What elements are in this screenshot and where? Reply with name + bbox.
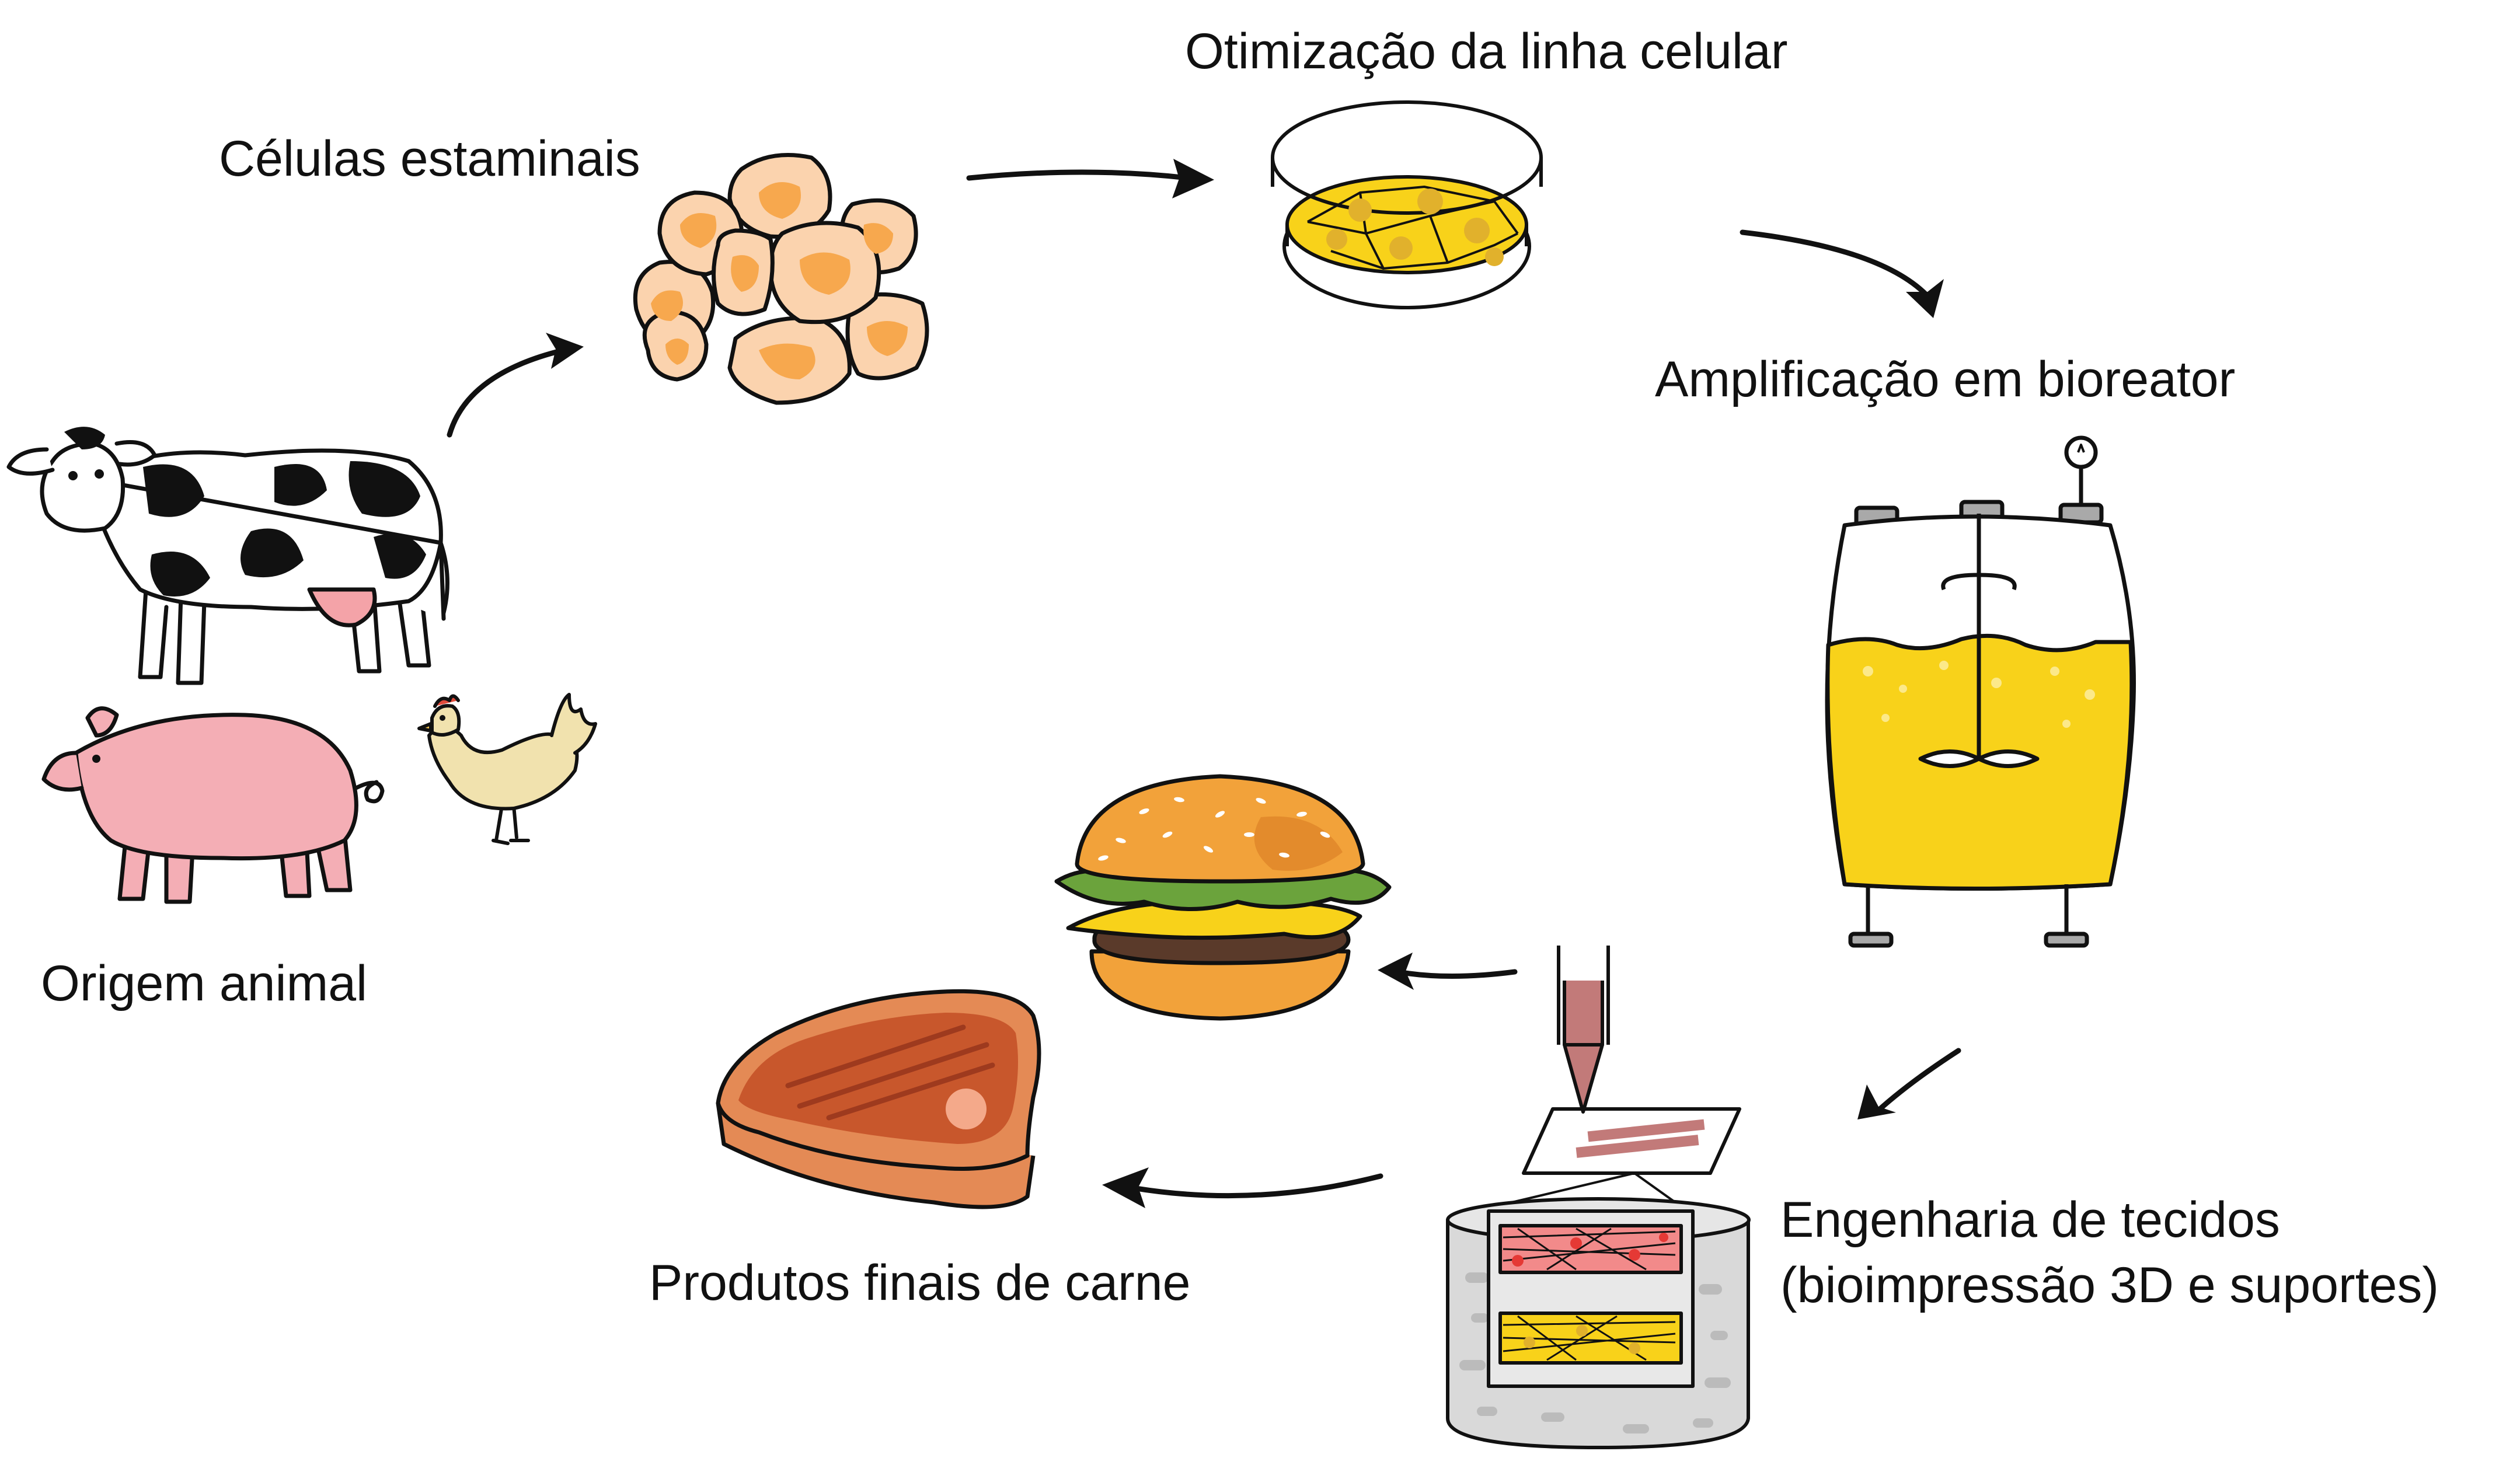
tissue-engineering-label: Engenharia de tecidos (bioimpressão 3D e… (1780, 1188, 2439, 1319)
animal-origin-label: Origem animal (41, 955, 368, 1011)
petri-dish-icon (1271, 100, 1543, 309)
bioreactor-amplification-label: Amplificação em bioreator (1655, 351, 2236, 407)
arrow-engineering-to-burger (1378, 953, 1518, 990)
burger-icon (1054, 774, 1392, 1021)
cell-line-optimization-label: Otimização da linha celular (1185, 23, 1788, 79)
pig-icon (41, 706, 385, 904)
tissue-engineering-label-line2: (bioimpressão 3D e suportes) (1780, 1257, 2439, 1313)
final-meat-products-label: Produtos finais de carne (649, 1255, 1191, 1311)
scaffold-icon (1446, 1197, 1751, 1449)
bioprinter-icon (1511, 946, 1741, 1204)
chicken-icon (417, 693, 597, 845)
bioreactor-icon (1825, 435, 2136, 948)
arrow-origin-to-cells (447, 333, 584, 438)
steak-icon (716, 989, 1041, 1209)
cow-icon (6, 427, 449, 685)
arrow-engineering-to-steak (1102, 1167, 1383, 1208)
arrow-dish-to-bioreactor (1740, 229, 1944, 318)
arrow-bioreactor-to-engineering (1857, 1048, 1961, 1119)
stem-cells-label: Células estaminais (219, 131, 640, 187)
stem-cells-icon (633, 153, 929, 405)
tissue-engineering-label-line1: Engenharia de tecidos (1780, 1192, 2280, 1248)
arrow-cells-to-dish (966, 159, 1214, 198)
